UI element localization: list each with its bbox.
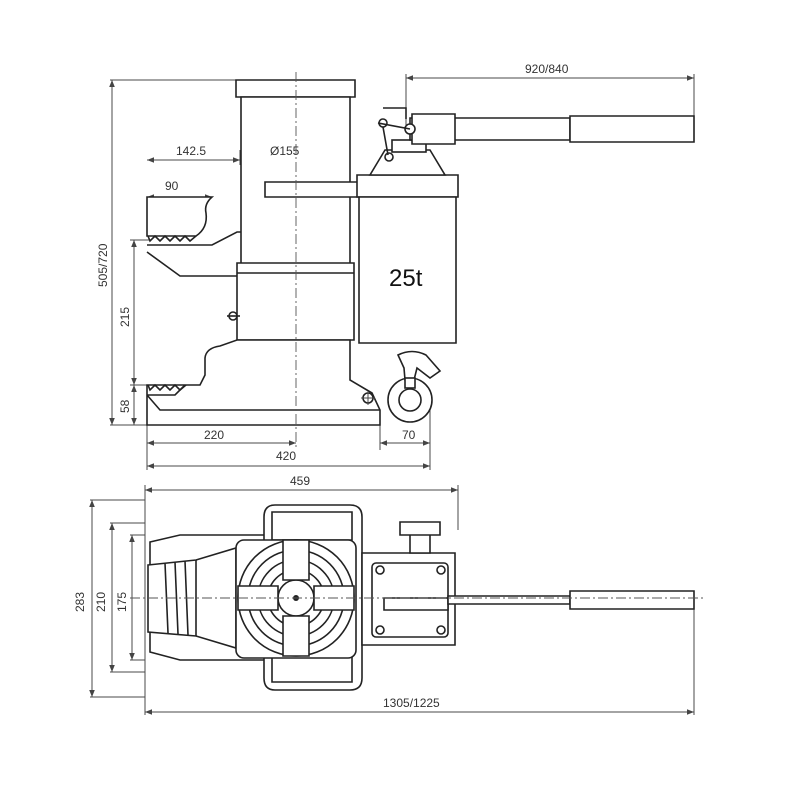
capacity-label: 25t (389, 265, 423, 292)
dim-width-283: 283 (73, 592, 87, 612)
reservoir-tank (356, 174, 459, 198)
release-valve (387, 350, 442, 423)
side-view: 25t 920/840 142.5 Ø155 90 505/720 215 58… (96, 62, 695, 470)
top-view: 459 283 210 175 1305/1225 (73, 474, 705, 715)
dim-ram-diameter: Ø155 (270, 144, 300, 158)
dim-overall-length: 1305/1225 (383, 696, 440, 710)
release-valve-top (399, 521, 441, 554)
pump-handle-top (447, 595, 571, 605)
dim-toe-90: 90 (165, 179, 179, 193)
ram-top-cap (235, 79, 356, 98)
dim-width-220: 220 (204, 428, 224, 442)
dim-height-total: 505/720 (96, 243, 110, 287)
pump-head (368, 149, 447, 176)
dim-width-210: 210 (94, 592, 108, 612)
dim-width-175: 175 (115, 592, 129, 612)
jack-base (146, 339, 381, 426)
dim-handle-length: 920/840 (525, 62, 569, 76)
dim-height-215: 215 (118, 307, 132, 327)
dim-width-70: 70 (402, 428, 416, 442)
dim-offset-142: 142.5 (176, 144, 206, 158)
dim-width-459: 459 (290, 474, 310, 488)
dim-height-58: 58 (118, 399, 132, 413)
jack-body (236, 262, 355, 341)
toe-lift (146, 196, 215, 237)
dim-width-420: 420 (276, 449, 296, 463)
